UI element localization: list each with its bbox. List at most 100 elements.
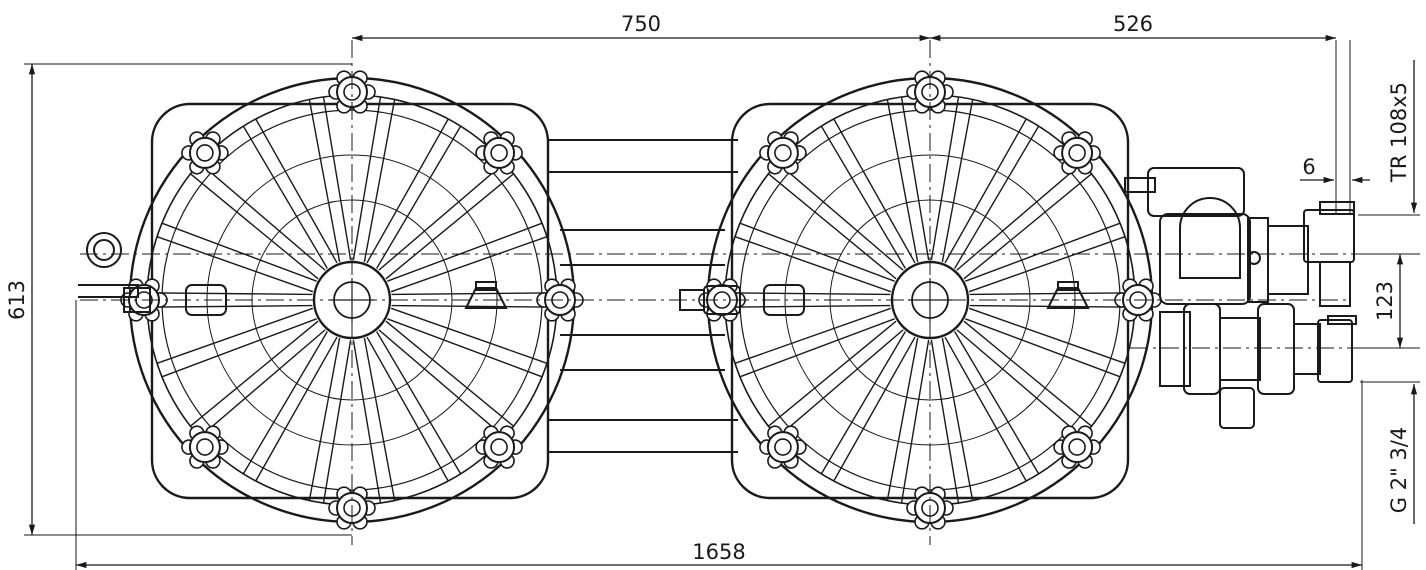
spoke-line xyxy=(378,162,505,271)
bolt-cluster xyxy=(328,486,376,530)
spoke-line xyxy=(900,96,930,261)
bolt-cluster xyxy=(906,486,954,530)
spoke-line xyxy=(390,236,548,293)
spoke-line xyxy=(322,96,352,261)
left-gauge xyxy=(78,232,139,298)
spoke-line xyxy=(363,337,396,501)
bolt-cluster xyxy=(759,425,807,469)
spoke-line xyxy=(190,173,319,280)
spoke-line xyxy=(969,292,1135,296)
bolt-cluster xyxy=(475,131,523,175)
spoke-line xyxy=(156,236,314,293)
left-bolts xyxy=(120,70,584,530)
dim-123-label: 123 xyxy=(1373,281,1397,321)
bolt-cluster xyxy=(759,131,807,175)
bolt-cluster xyxy=(475,425,523,469)
spoke-line xyxy=(308,337,341,501)
spoke-line xyxy=(147,292,313,296)
spoke-line xyxy=(376,331,462,475)
spoke-line xyxy=(242,125,328,269)
spoke-line xyxy=(820,331,906,475)
spoke-line xyxy=(968,307,1126,364)
spoke-line xyxy=(308,99,341,263)
spoke-line xyxy=(956,329,1083,438)
spoke-line xyxy=(900,339,930,504)
spoke-line xyxy=(963,173,1092,280)
dim-750-label: 750 xyxy=(621,12,661,36)
spoke-line xyxy=(944,336,1027,482)
spoke-line xyxy=(777,329,904,438)
spoke-line xyxy=(963,320,1092,427)
spoke-line xyxy=(941,337,974,501)
spoke-line xyxy=(833,118,916,264)
spoke-line xyxy=(930,96,960,261)
spoke-line xyxy=(242,331,328,475)
spoke-line xyxy=(352,96,382,261)
spoke-line xyxy=(378,329,505,438)
spoke-line xyxy=(255,118,338,264)
dimension-lines xyxy=(28,34,1418,569)
spoke-line xyxy=(385,173,514,280)
spoke-line xyxy=(366,118,449,264)
bolt-cluster xyxy=(1053,425,1101,469)
spoke-line xyxy=(352,339,382,504)
center-lines xyxy=(80,40,1362,545)
spoke-line xyxy=(734,307,892,364)
extension-lines xyxy=(24,40,1420,570)
spoke-line xyxy=(954,125,1040,269)
dim-6-label: 6 xyxy=(1302,155,1315,179)
spoke-line xyxy=(161,318,317,378)
spoke-line xyxy=(390,307,548,364)
spoke-line xyxy=(739,222,895,282)
spoke-line xyxy=(833,336,916,482)
left-spokes xyxy=(147,96,557,504)
spoke-line xyxy=(363,99,396,263)
spoke-line xyxy=(930,339,960,504)
spoke-line xyxy=(385,320,514,427)
bolt-cluster xyxy=(1114,278,1162,322)
spoke-line xyxy=(199,162,326,271)
spoke-line xyxy=(768,173,897,280)
spoke-line xyxy=(147,304,313,308)
spoke-line xyxy=(366,336,449,482)
bolt-cluster xyxy=(1053,131,1101,175)
spoke-line xyxy=(965,318,1121,378)
spoke-line xyxy=(322,339,352,504)
dim-g-label: G 2" 3/4 xyxy=(1387,427,1411,513)
spoke-line xyxy=(725,304,891,308)
spoke-line xyxy=(956,162,1083,271)
right-spokes xyxy=(725,96,1135,504)
bolt-cluster xyxy=(181,425,229,469)
spoke-line xyxy=(944,118,1027,264)
spoke-line xyxy=(387,318,543,378)
bolt-cluster xyxy=(181,131,229,175)
dim-1658-label: 1658 xyxy=(692,540,745,564)
dim-526-label: 526 xyxy=(1113,12,1153,36)
bolt-cluster xyxy=(906,70,954,114)
right-bolts xyxy=(698,70,1162,530)
spoke-line xyxy=(820,125,906,269)
spoke-line xyxy=(376,125,462,269)
spoke-line xyxy=(777,162,904,271)
dim-tr-label: TR 108x5 xyxy=(1387,82,1411,183)
spoke-line xyxy=(255,336,338,482)
spoke-line xyxy=(768,320,897,427)
connecting-pipes xyxy=(548,139,738,453)
bolt-cluster xyxy=(536,278,584,322)
spoke-line xyxy=(391,304,557,308)
spoke-line xyxy=(190,320,319,427)
spoke-line xyxy=(954,331,1040,475)
dim-613-label: 613 xyxy=(5,280,29,320)
spoke-line xyxy=(156,307,314,364)
spoke-line xyxy=(886,99,919,263)
spoke-line xyxy=(199,329,326,438)
spoke-line xyxy=(965,222,1121,282)
valve-assembly xyxy=(1124,167,1357,429)
spoke-line xyxy=(886,337,919,501)
spoke-line xyxy=(968,236,1126,293)
spoke-line xyxy=(387,222,543,282)
spoke-line xyxy=(161,222,317,282)
spoke-line xyxy=(739,318,895,378)
spoke-line xyxy=(734,236,892,293)
